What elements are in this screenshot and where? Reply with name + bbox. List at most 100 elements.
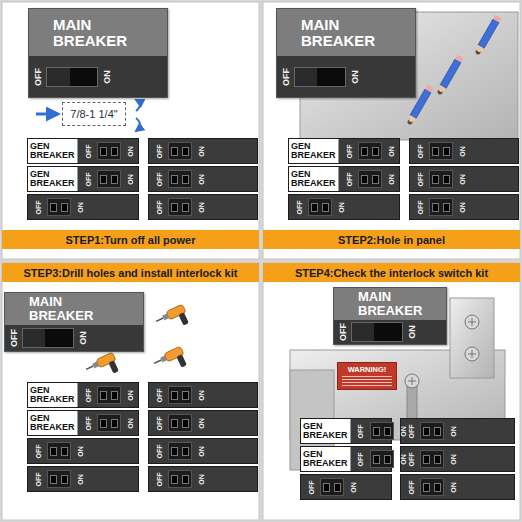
switch-toggle xyxy=(429,142,453,160)
breaker-row: OFF ON xyxy=(148,194,258,220)
label-holder: OFF xyxy=(31,195,44,219)
toggle-pole xyxy=(182,175,189,184)
switch-strip: OFF ON xyxy=(334,320,446,344)
switch-toggle xyxy=(320,478,344,496)
breaker-row: OFFON xyxy=(148,410,258,436)
toggle-pole xyxy=(322,203,329,212)
label-holder: OFF xyxy=(31,56,44,97)
bolt-head xyxy=(405,374,419,388)
toggle-pole xyxy=(182,203,189,212)
step-band: STEP3:Drill holes and install interlock … xyxy=(2,263,259,282)
switch-strip: OFFON xyxy=(149,467,257,491)
warning-text: WARNING! xyxy=(348,365,387,374)
main-breaker: MAIN BREAKER OFF ON xyxy=(333,287,447,345)
label-holder: ON xyxy=(124,167,137,191)
switch-strip: OFF ON xyxy=(5,325,143,351)
label-holder: OFF xyxy=(152,467,165,491)
switch-label: ON xyxy=(450,454,457,465)
breaker-row: GEN BREAKEROFFON xyxy=(27,138,139,164)
switch-toggle xyxy=(370,450,394,468)
breaker-row: OFFON xyxy=(148,166,258,192)
switch-strip: OFFON xyxy=(78,383,138,407)
switch-toggle xyxy=(168,170,192,188)
label-holder: ON xyxy=(124,411,137,435)
switch-label: ON xyxy=(127,418,134,429)
toggle-pole xyxy=(384,455,391,464)
toggle-pole xyxy=(100,391,107,400)
label-holder: ON xyxy=(74,439,87,463)
switch-strip: OFF ON xyxy=(277,56,415,97)
breaker-face: MAIN BREAKER xyxy=(334,288,446,320)
switch-strip: OFFON xyxy=(78,411,138,435)
switch-label: ON xyxy=(407,325,417,339)
switch-label: OFF xyxy=(34,200,41,214)
label-holder: ON xyxy=(195,139,208,163)
breaker-row: OFFON xyxy=(409,194,519,220)
switch-strip: OFFON xyxy=(410,167,518,191)
label-holder: OFF xyxy=(304,475,317,499)
switch-strip: OFFON xyxy=(401,475,514,499)
main-breaker: MAIN BREAKEROFFON xyxy=(28,8,168,98)
switch-label: OFF xyxy=(357,424,364,438)
breaker-label: GEN BREAKER xyxy=(301,419,351,443)
toggle-pole xyxy=(111,175,118,184)
breaker-row: OFFON xyxy=(400,418,515,444)
switch-label: ON xyxy=(400,426,407,437)
label-holder: ON xyxy=(447,447,460,471)
switch-label: OFF xyxy=(34,444,41,458)
drill-icon xyxy=(84,352,121,383)
switch-strip: OFFON xyxy=(149,167,257,191)
toggle-pole xyxy=(111,391,118,400)
switch-strip: OFFON xyxy=(29,56,167,97)
label-holder: OFF xyxy=(31,439,44,463)
toggle-pole xyxy=(373,427,380,436)
switch-label: ON xyxy=(78,331,88,345)
step-band: STEP4:Check the interlock switch kit xyxy=(263,263,520,282)
label-holder: OFF xyxy=(354,419,367,443)
label-holder: OFF xyxy=(31,467,44,491)
switch-toggle xyxy=(420,422,444,440)
toggle-pole xyxy=(361,175,368,184)
breaker-face: MAIN BREAKER xyxy=(29,9,167,56)
breaker-row: OFFON xyxy=(148,466,258,492)
switch-toggle xyxy=(168,142,192,160)
step-title: STEP4:Check the interlock switch kit xyxy=(263,267,520,279)
switch-strip: OFFON xyxy=(149,411,257,435)
panel-frame xyxy=(263,2,520,259)
switch-label: ON xyxy=(77,446,84,457)
breaker-row: OFF ON xyxy=(27,438,139,464)
switch-label: OFF xyxy=(416,200,423,214)
breaker-label: GEN BREAKER xyxy=(28,139,78,163)
switch-toggle xyxy=(168,442,192,460)
switch-toggle xyxy=(46,67,98,87)
breaker-row: OFFON xyxy=(148,382,258,408)
switch-label: OFF xyxy=(33,68,43,86)
breaker-row: GEN BREAKEROFFON xyxy=(27,410,139,436)
switch-label: OFF xyxy=(345,172,352,186)
breaker-row: GEN BREAKEROFFON xyxy=(288,138,400,164)
label-holder: ON xyxy=(74,195,87,219)
toggle-pole xyxy=(434,455,441,464)
breaker-label: GEN BREAKER xyxy=(301,447,351,471)
switch-label: OFF xyxy=(281,68,291,86)
toggle-pole xyxy=(434,427,441,436)
breaker-label: GEN BREAKER xyxy=(28,167,78,191)
toggle-pole xyxy=(434,483,441,492)
toggle-pole xyxy=(311,203,318,212)
breaker-face: MAIN BREAKER xyxy=(5,293,143,325)
switch-label: OFF xyxy=(338,323,348,341)
switch-label: ON xyxy=(198,202,205,213)
switch-label: ON xyxy=(350,70,360,84)
toggle-pole xyxy=(171,447,178,456)
breaker-row: GEN BREAKEROFFON xyxy=(288,166,400,192)
label-holder: ON xyxy=(124,139,137,163)
step-title: STEP1:Turn off all power xyxy=(2,234,259,246)
switch-label: OFF xyxy=(416,144,423,158)
label-holder: OFF xyxy=(152,439,165,463)
switch-strip: OFFON xyxy=(339,139,399,163)
breaker-row: GEN BREAKEROFFON xyxy=(27,166,139,192)
label-holder: OFF xyxy=(7,325,20,351)
switch-label: OFF xyxy=(155,200,162,214)
toggle-pole xyxy=(100,147,107,156)
